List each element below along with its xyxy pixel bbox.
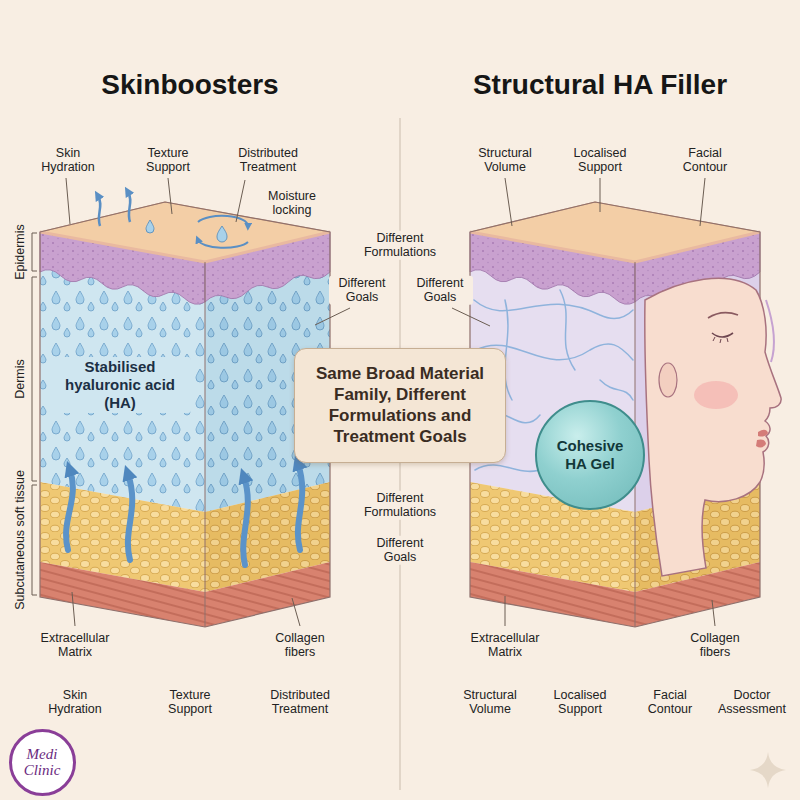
leader-line xyxy=(505,178,512,226)
feature-label: Localised Support xyxy=(562,146,638,175)
profile-line xyxy=(766,300,774,362)
leader-line xyxy=(452,308,490,326)
collagen-fiber xyxy=(474,300,633,319)
muscle-layer xyxy=(635,562,760,627)
sparkle-mark xyxy=(750,752,786,788)
skin-edge xyxy=(470,232,760,262)
feature-label: Structural Volume xyxy=(467,146,543,175)
leader-line xyxy=(700,178,705,226)
face-eye xyxy=(712,333,733,337)
layer-bracket xyxy=(32,277,37,481)
feature-label: Distributed Treatment xyxy=(225,146,311,175)
summary-text: Same Broad Material Family, Different Fo… xyxy=(307,363,493,448)
feature-label: Doctor Assessment xyxy=(712,688,792,717)
face-ear xyxy=(659,363,677,397)
leader-line xyxy=(505,596,506,626)
layer-label: Dermis xyxy=(13,357,27,401)
material-label: Stabilised hyaluronic acid (HA) xyxy=(49,357,191,413)
layer-label: Subcutaneous soft tissue xyxy=(13,468,27,612)
block-edge xyxy=(205,262,206,627)
muscle-layer xyxy=(205,562,330,627)
hydration-arrow xyxy=(298,464,302,550)
evaporation-arrow xyxy=(98,196,100,226)
feature-label: Localised Support xyxy=(542,688,618,717)
structure-label: Extracellular Matrix xyxy=(463,631,547,660)
feature-label: Skin Hydration xyxy=(37,688,113,717)
hydration-arrow xyxy=(243,477,248,565)
epidermis-layer xyxy=(470,232,635,304)
epidermis-layer xyxy=(40,232,205,304)
water-droplet xyxy=(146,220,154,233)
leader-line xyxy=(292,598,300,626)
comparison-label: Different Goals xyxy=(367,536,433,565)
comparison-label: Different Formulations xyxy=(352,491,448,520)
muscle-layer xyxy=(40,562,205,627)
section-title: Structural HA Filler xyxy=(471,70,729,101)
leader-line xyxy=(72,592,75,626)
collagen-fiber xyxy=(475,465,545,471)
leader-line xyxy=(66,178,70,224)
feature-label: Texture Support xyxy=(152,688,228,717)
dermis-layer xyxy=(40,232,205,512)
feature-label: Facial Contour xyxy=(667,146,743,175)
leader-line xyxy=(168,178,172,214)
face-outline xyxy=(645,278,781,576)
feature-label: Structural Volume xyxy=(452,688,528,717)
text-holder: Cohesive HA Gel xyxy=(549,437,631,473)
comparison-label: Different Formulations xyxy=(352,231,448,260)
face-lips xyxy=(758,430,768,437)
feature-label: Skin Hydration xyxy=(30,146,106,175)
leader-line xyxy=(600,178,601,212)
gel-text: Cohesive HA Gel xyxy=(549,437,631,473)
evaporation-arrow xyxy=(128,192,130,222)
face-lashes xyxy=(713,337,728,343)
skin-block xyxy=(470,202,781,627)
skin-edge xyxy=(40,232,330,262)
feature-label: Distributed Treatment xyxy=(257,688,343,717)
structure-label: Collagen fibers xyxy=(263,631,337,660)
layer-brackets xyxy=(32,233,37,595)
face-blush xyxy=(694,381,738,409)
process-label: Moisture locking xyxy=(254,189,330,218)
layer-bracket xyxy=(32,233,37,271)
epidermis-layer xyxy=(205,232,330,302)
leader-line xyxy=(315,308,350,325)
collagen-fiber xyxy=(560,290,575,370)
face-profile xyxy=(645,278,781,576)
structure-label: Collagen fibers xyxy=(678,631,752,660)
moisture-cycle-arrow xyxy=(198,240,248,248)
logo-text: Medi Clinic xyxy=(19,746,65,779)
text-holder: Medi Clinic xyxy=(19,746,65,779)
leader-line xyxy=(712,600,715,626)
structure-label: Extracellular Matrix xyxy=(33,631,117,660)
section-title: Skinboosters xyxy=(99,70,280,101)
skin-block xyxy=(40,192,330,627)
summary-box: Same Broad Material Family, Different Fo… xyxy=(294,348,506,463)
block-outline xyxy=(40,202,330,627)
leader-line xyxy=(236,180,245,222)
comparison-label: Different Goals xyxy=(329,276,395,305)
feature-label: Facial Contour xyxy=(632,688,708,717)
hydration-arrow xyxy=(66,470,73,550)
water-droplet xyxy=(217,226,227,242)
gel-circle: Cohesive HA Gel xyxy=(535,400,645,510)
hydration-arrow xyxy=(128,474,132,560)
muscle-layer xyxy=(470,562,635,627)
moisture-cycle-arrow xyxy=(198,216,248,226)
collagen-fiber xyxy=(600,380,633,400)
face-brow xyxy=(708,313,738,318)
text-holder: Same Broad Material Family, Different Fo… xyxy=(307,363,493,448)
feature-label: Texture Support xyxy=(130,146,206,175)
layer-label: Epidermis xyxy=(13,222,27,282)
layer-bracket xyxy=(32,485,37,595)
comparison-label: Different Goals xyxy=(407,276,473,305)
clinic-logo: Medi Clinic xyxy=(9,729,76,796)
face-lips xyxy=(756,440,766,448)
